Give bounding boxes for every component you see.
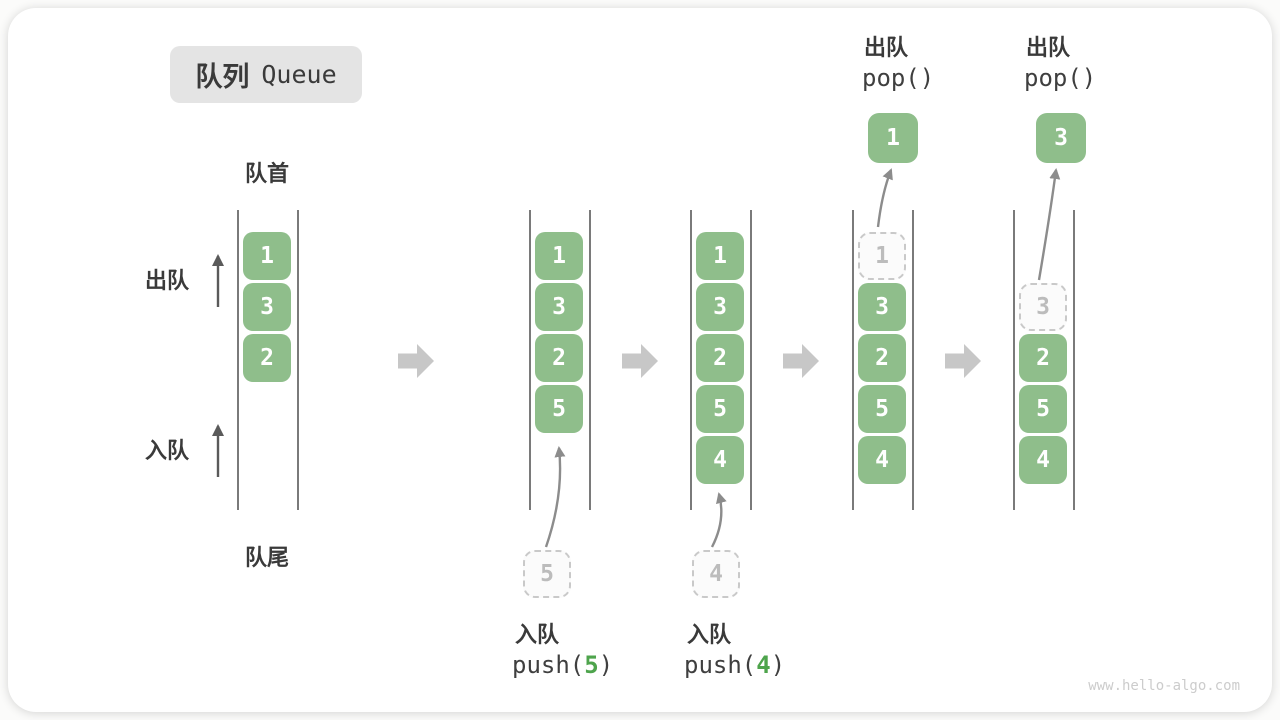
queue-item: 5	[858, 385, 906, 433]
queue2-wall-left	[529, 210, 531, 510]
queue-item: 5	[535, 385, 583, 433]
queue-item: 4	[1019, 436, 1067, 484]
popped-item: 1	[868, 113, 918, 163]
queue1-wall-left	[237, 210, 239, 510]
queue4-wall-right	[912, 210, 914, 510]
enqueue-op-code: push(5)	[512, 651, 613, 679]
enqueue-op-code: push(4)	[684, 651, 785, 679]
incoming-item: 5	[523, 550, 571, 598]
code-pre: push(	[512, 651, 585, 679]
dequeue-op-code: pop()	[1024, 64, 1097, 92]
queue-item: 2	[243, 334, 291, 382]
label-queue-front: 队首	[244, 161, 289, 186]
queue-item: 1	[696, 232, 744, 280]
queue-item: 3	[858, 283, 906, 331]
queue-item: 2	[535, 334, 583, 382]
queue-item: 4	[696, 436, 744, 484]
queue-item: 4	[858, 436, 906, 484]
code-post: )	[598, 651, 614, 679]
queue-item: 3	[696, 283, 744, 331]
queue-item: 5	[696, 385, 744, 433]
enqueue-op-label: 入队	[515, 622, 560, 647]
code-post: )	[770, 651, 786, 679]
queue3-wall-right	[750, 210, 752, 510]
queue-item: 2	[696, 334, 744, 382]
watermark: www.hello-algo.com	[1088, 678, 1240, 694]
label-enqueue: 入队	[145, 438, 190, 463]
code-arg: 5	[584, 651, 599, 679]
label-dequeue: 出队	[145, 268, 190, 293]
queue-item: 2	[858, 334, 906, 382]
queue-item: 5	[1019, 385, 1067, 433]
dequeue-op-label: 出队	[1026, 35, 1071, 60]
queue4-wall-left	[852, 210, 854, 510]
queue2-wall-right	[589, 210, 591, 510]
queue5-wall-left	[1013, 210, 1015, 510]
enqueue-op-label: 入队	[687, 622, 732, 647]
queue1-wall-right	[297, 210, 299, 510]
queue-item: 1	[535, 232, 583, 280]
title-zh: 队列	[195, 62, 250, 92]
figure-card	[8, 8, 1272, 712]
queue-item: 3	[243, 283, 291, 331]
ghost-item: 1	[858, 232, 906, 280]
dequeue-op-label: 出队	[864, 35, 909, 60]
title-en: Queue	[261, 60, 337, 89]
ghost-item: 3	[1019, 283, 1067, 331]
queue-item: 1	[243, 232, 291, 280]
code-arg: 4	[756, 651, 771, 679]
queue-item: 2	[1019, 334, 1067, 382]
popped-item: 3	[1036, 113, 1086, 163]
queue3-wall-left	[690, 210, 692, 510]
dequeue-op-code: pop()	[862, 64, 935, 92]
queue5-wall-right	[1073, 210, 1075, 510]
label-queue-rear: 队尾	[244, 545, 289, 570]
code-pre: push(	[684, 651, 757, 679]
queue-item: 3	[535, 283, 583, 331]
title-box: 队列 Queue	[170, 46, 362, 103]
incoming-item: 4	[692, 550, 740, 598]
